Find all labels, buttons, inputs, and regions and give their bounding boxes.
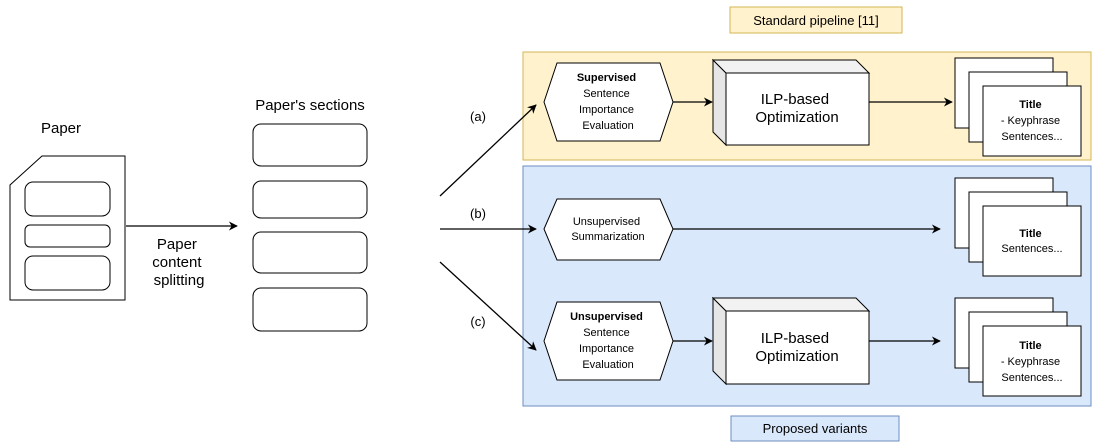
ilp-a-text: ILP-based Optimization	[755, 91, 838, 126]
branch-b-label: (b)	[470, 206, 486, 221]
sections-label: Paper's sections	[255, 97, 365, 114]
section-box-4	[252, 287, 368, 332]
ilp-c-text: ILP-based Optimization	[755, 330, 838, 365]
section-box-2	[252, 180, 368, 219]
output-stack-a	[954, 57, 1082, 157]
branch-c-arrow	[439, 261, 537, 351]
unsupervised-summarization-hexagon	[543, 198, 674, 261]
proposed-variants-label: Proposed variants	[763, 421, 868, 436]
supervised-evaluation-text: Supervised Sentence Importance Evaluatio…	[577, 72, 639, 132]
output-b-text: Title Sentences...	[1001, 228, 1062, 255]
standard-pipeline-label: Standard pipeline [11]	[753, 13, 879, 28]
unsupervised-evaluation-hexagon	[543, 301, 674, 381]
supervised-evaluation-hexagon	[543, 62, 674, 142]
paper-label: Paper	[41, 120, 81, 137]
split-label: Paper content splitting	[152, 236, 205, 289]
output-stack-b	[954, 177, 1082, 277]
output-stack-c	[954, 297, 1082, 397]
proposed-variants-label-box	[730, 415, 900, 442]
paper-document-icon	[9, 155, 126, 301]
section-box-1	[252, 123, 368, 167]
unsupervised-evaluation-text: Unsupervised Sentence Importance Evaluat…	[570, 311, 646, 371]
output-c-text: Title - Keyphrase Sentences...	[1001, 340, 1063, 384]
section-box-3	[252, 231, 368, 274]
section-boxes	[252, 123, 368, 332]
output-a-text: Title - Keyphrase Sentences...	[1001, 99, 1063, 143]
branch-c-label: (c)	[470, 314, 485, 329]
standard-pipeline-label-box	[729, 6, 903, 34]
unsupervised-summarization-text: Unsupervised Summarization	[571, 216, 644, 243]
branch-a-label: (a)	[470, 109, 486, 124]
branch-a-arrow	[439, 104, 537, 197]
ilp-cube-a	[711, 58, 871, 147]
ilp-cube-c	[711, 296, 871, 386]
